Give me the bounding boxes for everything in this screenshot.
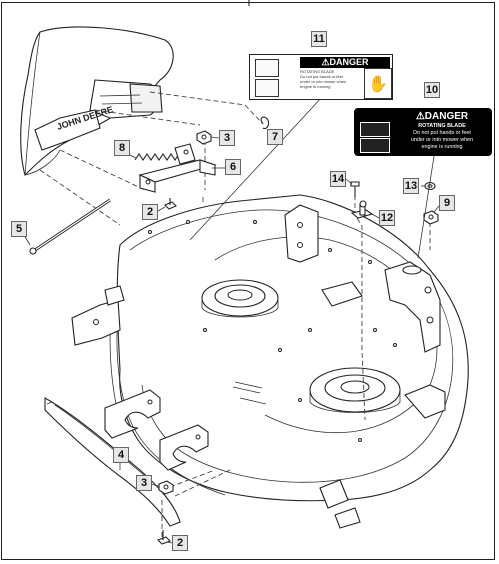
mower-deck — [71, 194, 469, 529]
callout-13: 13 — [403, 178, 419, 194]
deck-rivets — [148, 220, 397, 442]
callout-14: 14 — [330, 171, 346, 187]
callout-2-upper: 2 — [142, 204, 158, 220]
bracket-part-6 — [138, 143, 217, 193]
callout-3-upper: 3 — [219, 130, 235, 146]
callout-4: 4 — [113, 447, 129, 463]
decal-10-header: ⚠DANGER — [415, 111, 469, 122]
decal-11-line: Do not put hands or feet — [300, 74, 343, 79]
decal-10-pictogram-top — [360, 122, 390, 137]
deck-bracket-center — [321, 281, 363, 307]
deck-slot — [239, 397, 267, 405]
decal-10-line1: ROTATING BLADE — [418, 123, 466, 129]
callout-leader — [345, 178, 353, 185]
callout-2-lower: 2 — [172, 535, 188, 551]
callout-10: 10 — [424, 82, 440, 98]
spindle-right — [309, 367, 401, 413]
clip-part-7 — [260, 116, 270, 130]
bolt-part-2-upper — [164, 198, 177, 210]
assembly-line — [94, 109, 201, 126]
assembly-line — [39, 169, 121, 226]
spindle-left — [201, 279, 279, 318]
decal-11-header: ⚠DANGER — [300, 57, 390, 68]
decal-10-text: ROTATING BLADE Do not put hands or feet … — [395, 123, 489, 151]
decal-11-line: ROTATING BLADE — [300, 69, 335, 74]
decal-10-line2: Do not put hands or feet — [413, 130, 471, 136]
bolt-part-2-lower — [157, 530, 171, 545]
callout-5: 5 — [11, 221, 27, 237]
assembly-line — [354, 195, 366, 421]
callout-12: 12 — [379, 210, 395, 226]
deck-bracket-rear — [404, 384, 446, 419]
callout-leader — [166, 541, 173, 544]
baffle-bracket-lower — [159, 424, 209, 471]
decal-11-hazard-pictogram: ✋ — [364, 68, 392, 99]
callout-9: 9 — [439, 195, 455, 211]
bolt-part-14 — [350, 181, 360, 197]
callout-6: 6 — [225, 159, 241, 175]
decal-11-line: under or into mower when — [300, 79, 347, 84]
nut-part-3-lower — [158, 480, 174, 495]
assembly-line — [161, 469, 231, 540]
callout-3-lower: 3 — [136, 475, 152, 491]
nut-part-9 — [423, 210, 439, 225]
callout-leader — [210, 136, 220, 139]
fitting-part-12 — [350, 200, 374, 219]
decal-10: ⚠DANGER ROTATING BLADE Do not put hands … — [354, 108, 492, 156]
leader-line-11 — [189, 96, 323, 241]
callout-8: 8 — [114, 140, 130, 156]
decal-11-pictogram-top — [255, 59, 279, 77]
callout-leader — [157, 206, 166, 212]
callout-7: 7 — [267, 129, 283, 145]
assembly-line — [149, 91, 264, 125]
decal-11-pictogram-bottom — [255, 79, 279, 97]
deck-slot — [232, 381, 263, 394]
decal-10-line4: engine is running — [421, 144, 463, 150]
decal-10-line3: under or into mower when — [410, 137, 474, 143]
decal-11: ⚠DANGER ROTATING BLADE Do not put hands … — [249, 54, 393, 100]
callout-leader — [433, 205, 440, 213]
spring-part-8 — [134, 153, 184, 161]
deck-bracket-upright — [284, 204, 319, 263]
leader-line-10 — [417, 149, 436, 259]
callout-leader — [371, 213, 380, 219]
decal-11-line: engine is running — [300, 84, 331, 89]
callout-11: 11 — [311, 31, 327, 47]
decal-10-pictogram-bottom — [360, 138, 390, 153]
baffle-part-4 — [44, 397, 181, 527]
discharge-chute: JOHN DEERE — [20, 26, 174, 177]
rod-part-5 — [29, 198, 111, 255]
baffle-bracket-upper — [104, 389, 161, 439]
nut-part-3-upper — [196, 130, 212, 145]
decal-11-small-print: ROTATING BLADE Do not put hands or feet … — [300, 69, 362, 89]
